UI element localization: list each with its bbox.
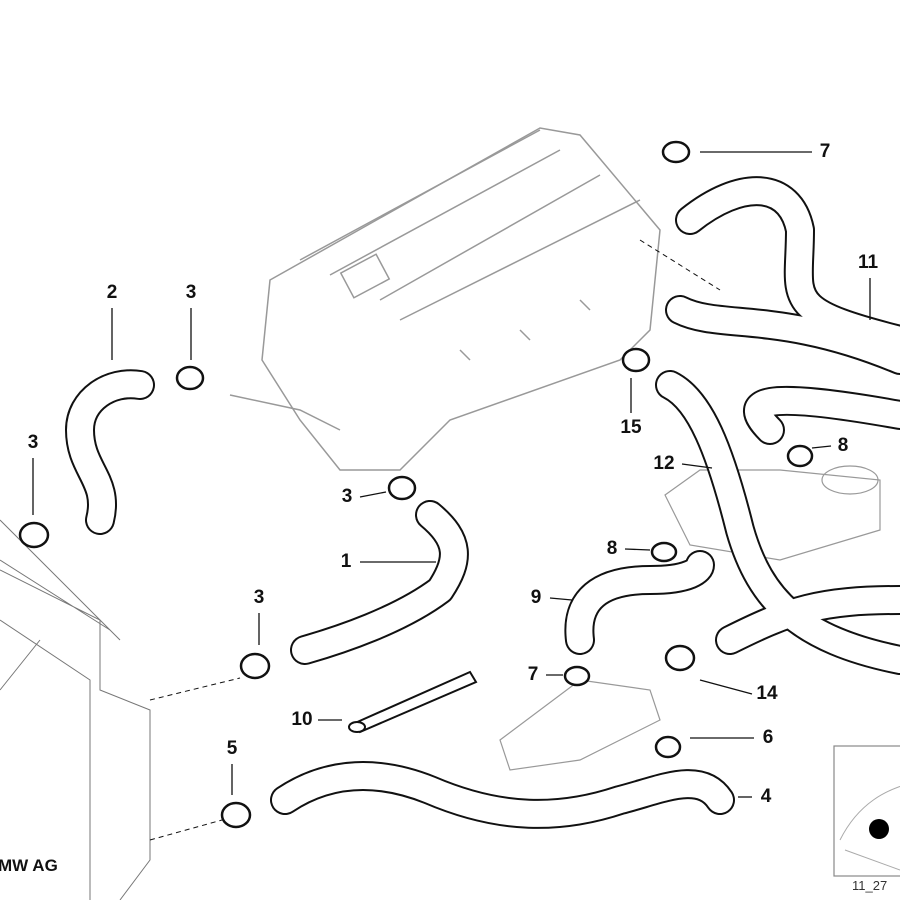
- vehicle-thumbnail: [833, 745, 900, 877]
- callout-4: 4: [760, 786, 772, 807]
- engine-block: [229, 127, 661, 471]
- leader-lines: [32, 151, 871, 798]
- hose-clamps: [18, 140, 814, 829]
- copyright-text: MW AG: [0, 856, 58, 875]
- callout-14: 14: [756, 683, 778, 704]
- assembly-lines: [149, 239, 721, 841]
- callout-5: 5: [226, 738, 238, 759]
- cable-tie: [348, 670, 478, 734]
- callout-1: 1: [340, 551, 352, 572]
- callout-15: 15: [620, 417, 642, 438]
- callout-3: 3: [185, 282, 197, 303]
- callout-9: 9: [530, 587, 542, 608]
- callout-3: 3: [27, 432, 39, 453]
- callout-3: 3: [253, 587, 265, 608]
- callout-11: 11: [857, 252, 879, 273]
- callout-12: 12: [653, 453, 675, 474]
- location-dot: [869, 819, 889, 839]
- callout-7: 7: [819, 141, 831, 162]
- callout-8: 8: [837, 435, 849, 456]
- callout-10: 10: [291, 709, 313, 730]
- callout-8: 8: [606, 538, 618, 559]
- callout-7: 7: [527, 664, 539, 685]
- hoses: [65, 176, 900, 829]
- callout-2: 2: [106, 282, 118, 303]
- clamp: [661, 140, 691, 164]
- callout-6: 6: [762, 727, 774, 748]
- radiator: [0, 519, 151, 900]
- callout-3: 3: [341, 486, 353, 507]
- diagram-code: 11_27: [852, 878, 888, 893]
